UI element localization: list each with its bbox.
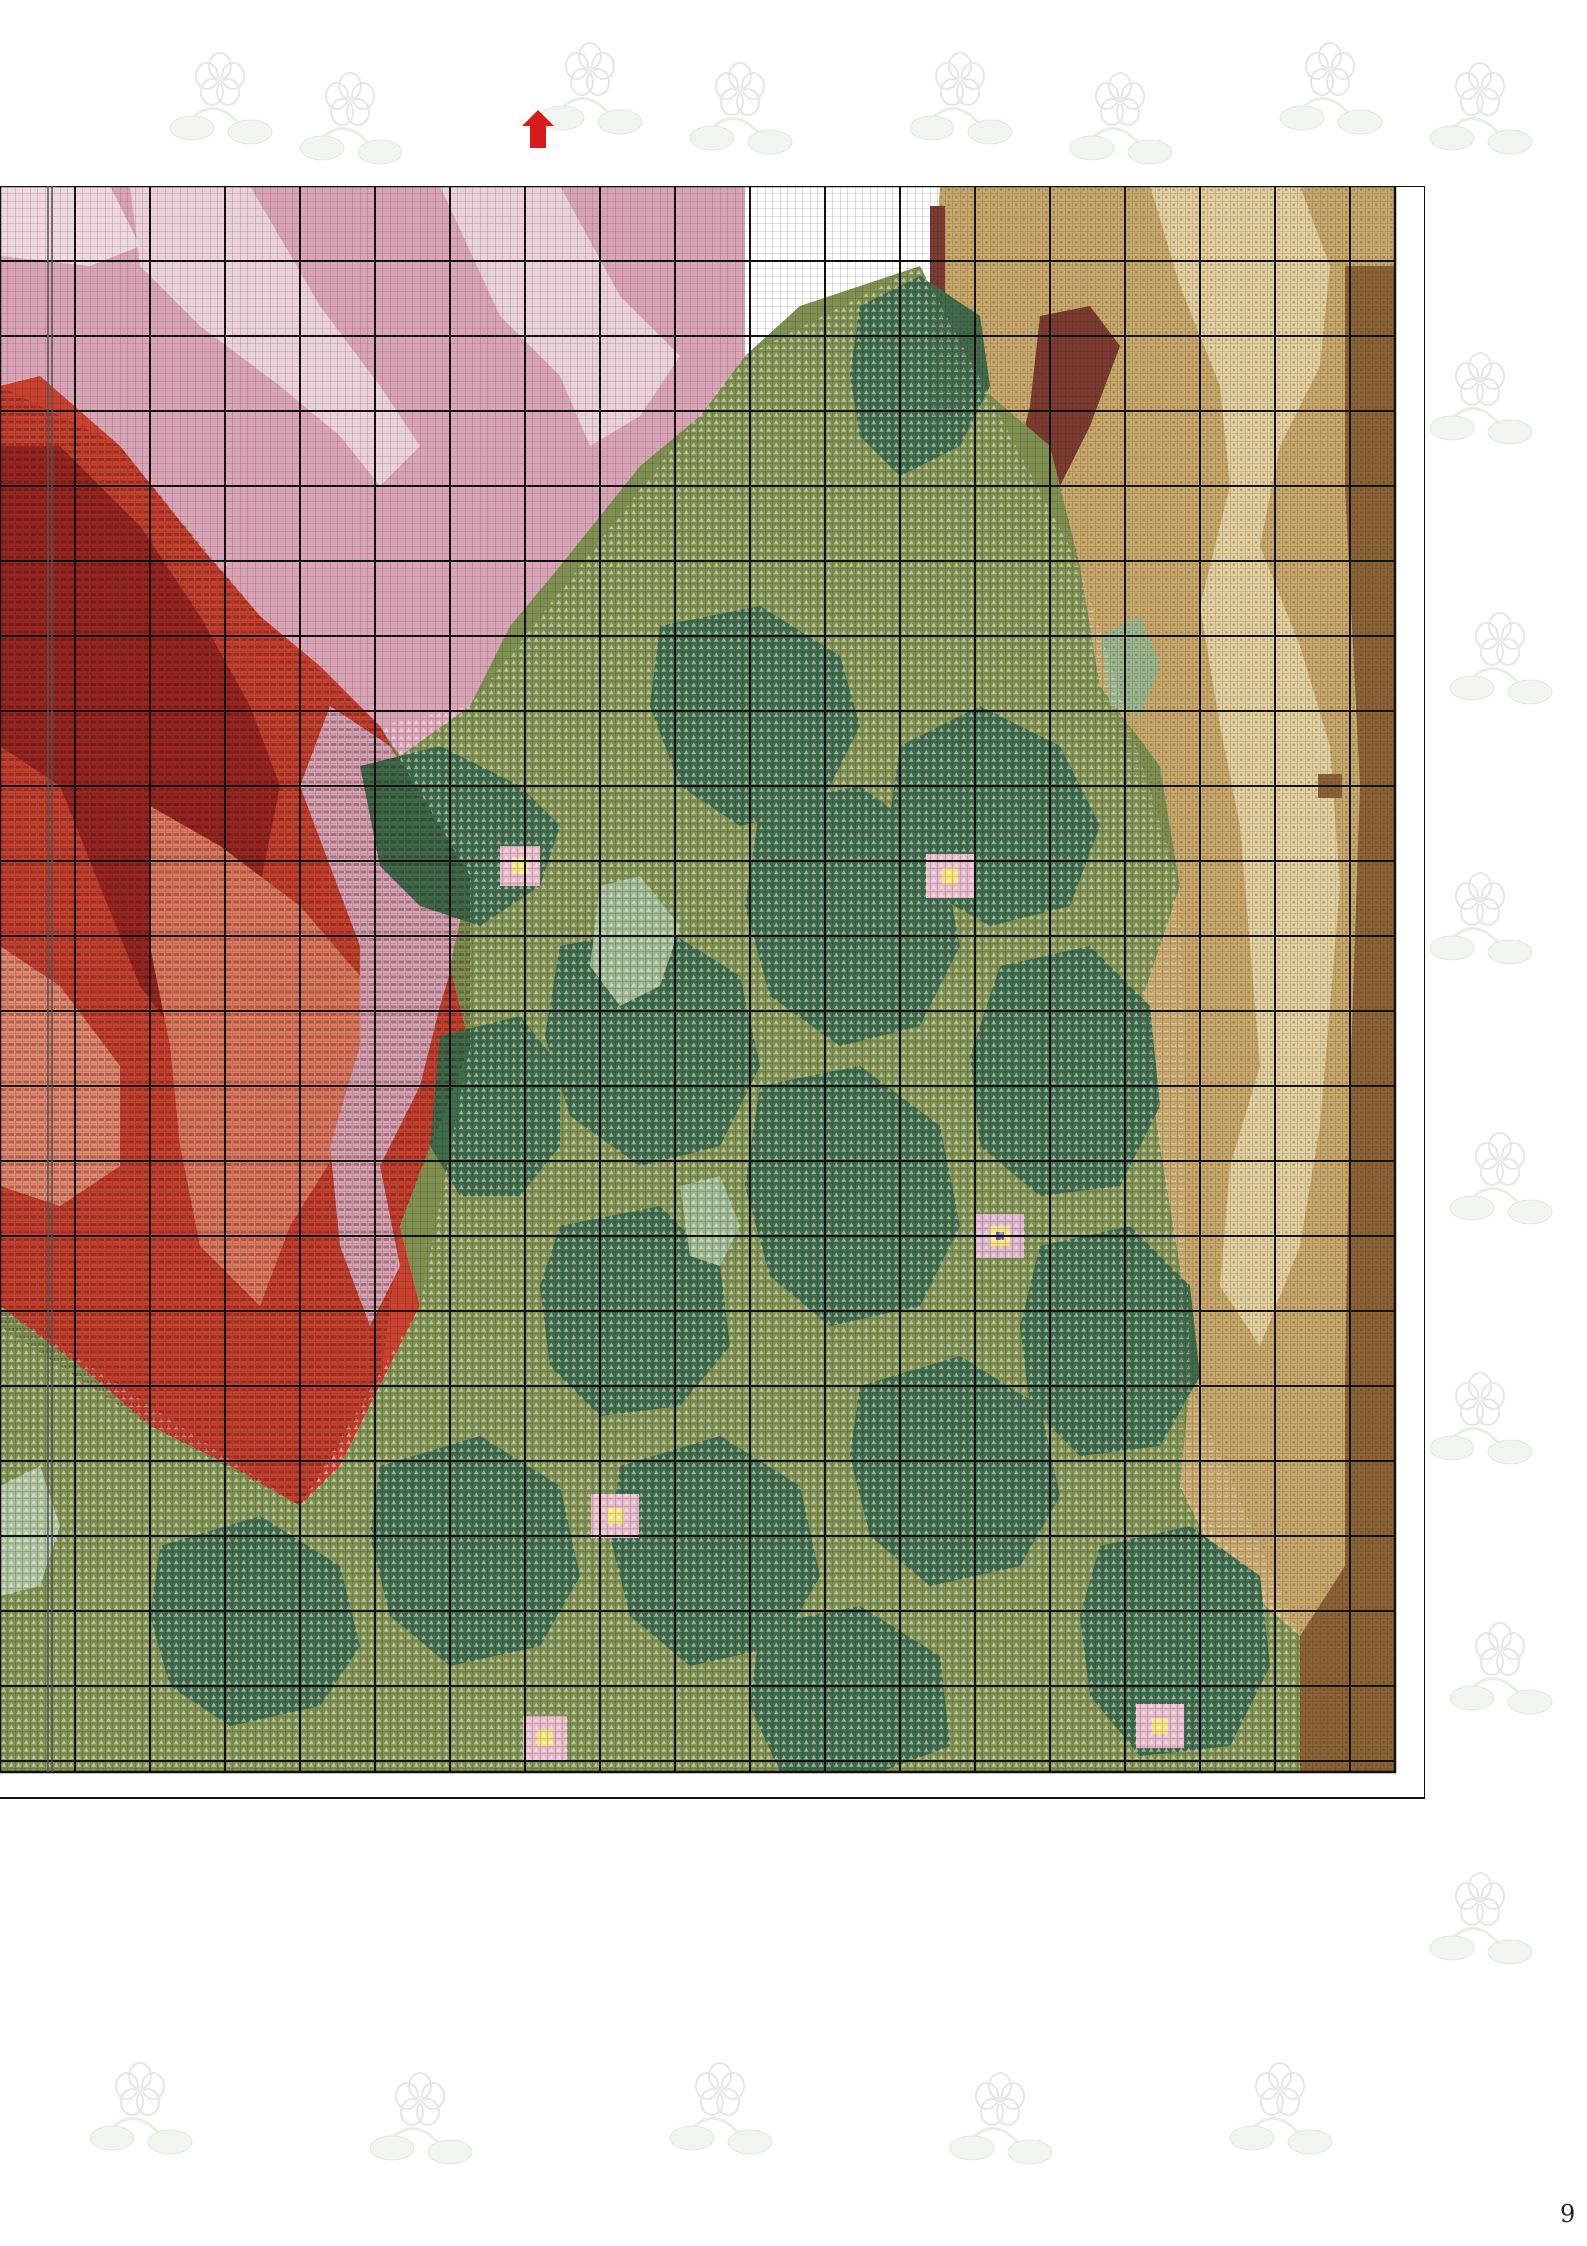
page-number: 9: [1560, 2200, 1575, 2228]
fine-grid: [0, 186, 1395, 1772]
cross-stitch-chart: [0, 186, 1425, 2022]
arrow-up-icon: [520, 108, 556, 150]
